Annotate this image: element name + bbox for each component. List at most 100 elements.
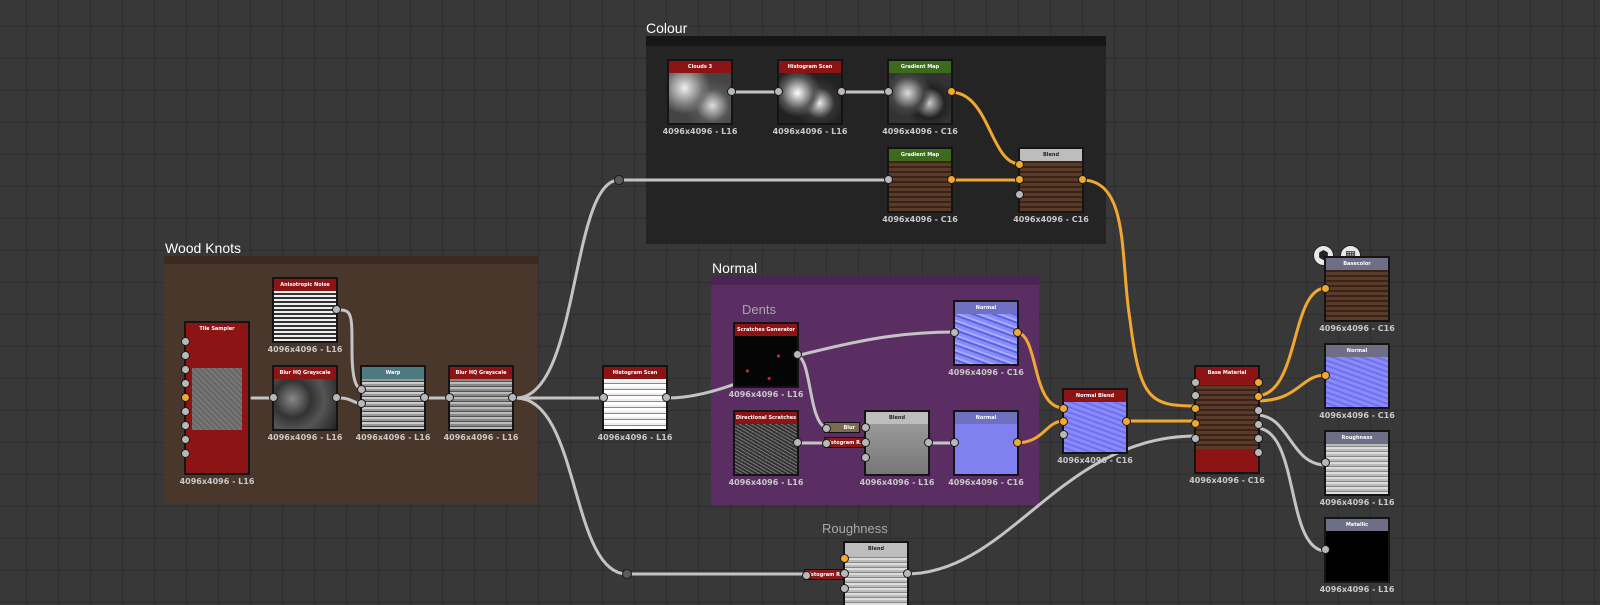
input-port[interactable] (357, 385, 366, 394)
input-port[interactable] (181, 421, 190, 430)
output-port[interactable] (1122, 417, 1131, 426)
input-port[interactable] (884, 175, 893, 184)
input-port[interactable] (950, 438, 959, 447)
node-base-material[interactable]: Base Material 4096x4096 - C16 (1189, 365, 1265, 485)
input-port[interactable] (599, 393, 608, 402)
node-scratches-generator[interactable]: Scratches Generator 4096x4096 - L16 (729, 322, 803, 399)
output-port[interactable] (727, 87, 736, 96)
node-thumbnail (955, 314, 1017, 364)
node-output-normal[interactable]: Normal 4096x4096 - C16 (1319, 343, 1395, 420)
output-port[interactable] (1013, 438, 1022, 447)
input-port[interactable] (1191, 391, 1200, 400)
node-blend-dents[interactable]: Blend 4096x4096 - L16 (860, 410, 934, 487)
input-port[interactable] (269, 393, 278, 402)
node-normal-blend[interactable]: Normal Blend 4096x4096 - C16 (1057, 388, 1133, 465)
input-port[interactable] (861, 453, 870, 462)
input-port[interactable] (181, 351, 190, 360)
input-port[interactable] (1191, 434, 1200, 443)
input-port[interactable] (1191, 419, 1200, 428)
output-port[interactable] (947, 175, 956, 184)
node-thumbnail (889, 73, 951, 123)
relay-dot[interactable] (622, 569, 632, 579)
node-title: Clouds 3 (669, 61, 731, 73)
input-port[interactable] (1015, 175, 1024, 184)
input-port[interactable] (1191, 404, 1200, 413)
node-warp[interactable]: Warp 4096x4096 - L16 (356, 365, 430, 442)
node-blur-hq-grayscale-2[interactable]: Blur HQ Grayscale 4096x4096 - L16 (444, 365, 518, 442)
node-histogram-scan[interactable]: Histogram Scan 4096x4096 - L16 (773, 59, 847, 136)
node-blend-colour[interactable]: Blend 4096x4096 - C16 (1013, 147, 1089, 224)
node-clouds-3[interactable]: Clouds 3 4096x4096 - L16 (663, 59, 737, 136)
input-port[interactable] (181, 449, 190, 458)
node-resolution: 4096x4096 - L16 (1319, 498, 1395, 507)
output-port[interactable] (924, 438, 933, 447)
output-port[interactable] (662, 393, 671, 402)
input-port[interactable] (181, 365, 190, 374)
node-normal-2[interactable]: Normal 4096x4096 - C16 (948, 410, 1024, 487)
relay-dot[interactable] (614, 175, 624, 185)
input-port[interactable] (181, 379, 190, 388)
input-port[interactable] (181, 407, 190, 416)
input-port[interactable] (1321, 284, 1330, 293)
input-port[interactable] (861, 438, 870, 447)
input-port[interactable] (1015, 190, 1024, 199)
node-histogram-scan-2[interactable]: Histogram Scan 4096x4096 - L16 (598, 365, 672, 442)
input-port[interactable] (884, 87, 893, 96)
node-resolution: 4096x4096 - C16 (1319, 324, 1395, 333)
input-port[interactable] (181, 435, 190, 444)
input-port[interactable] (861, 423, 870, 432)
input-port[interactable] (357, 399, 366, 408)
input-port[interactable] (445, 393, 454, 402)
input-port[interactable] (1191, 378, 1200, 387)
output-port[interactable] (837, 87, 846, 96)
node-blend-roughness[interactable]: Blend (840, 541, 912, 605)
input-port[interactable] (1321, 545, 1330, 554)
output-port[interactable] (332, 393, 341, 402)
input-port[interactable] (181, 393, 190, 402)
input-port[interactable] (1321, 371, 1330, 380)
output-port[interactable] (1254, 420, 1263, 429)
output-port[interactable] (420, 393, 429, 402)
output-port[interactable] (1254, 378, 1263, 387)
output-port[interactable] (947, 87, 956, 96)
input-port[interactable] (1059, 417, 1068, 426)
node-gradient-map-2[interactable]: Gradient Map 4096x4096 - C16 (882, 147, 958, 224)
input-port[interactable] (840, 569, 849, 578)
node-tile-sampler[interactable]: Tile Sampler 4096x4096 - L16 (180, 321, 254, 486)
node-output-basecolor[interactable]: Basecolor 4096x4096 - C16 (1319, 256, 1395, 333)
input-port[interactable] (840, 554, 849, 563)
input-port[interactable] (802, 571, 811, 580)
node-blur-hq-grayscale[interactable]: Blur HQ Grayscale 4096x4096 - L16 (268, 365, 342, 442)
node-output-metallic[interactable]: Metallic 4096x4096 - L16 (1320, 517, 1394, 594)
output-port[interactable] (1254, 434, 1263, 443)
input-port[interactable] (1015, 160, 1024, 169)
node-gradient-map[interactable]: Gradient Map 4096x4096 - C16 (882, 59, 958, 136)
node-resolution: 4096x4096 - L16 (662, 127, 738, 136)
output-port[interactable] (1254, 406, 1263, 415)
node-normal[interactable]: Normal 4096x4096 - C16 (948, 300, 1024, 377)
input-port[interactable] (822, 424, 831, 433)
input-port[interactable] (950, 328, 959, 337)
input-port[interactable] (181, 337, 190, 346)
input-port[interactable] (822, 439, 831, 448)
input-port[interactable] (1059, 404, 1068, 413)
input-port[interactable] (774, 87, 783, 96)
output-port[interactable] (1254, 448, 1263, 457)
node-resolution: 4096x4096 - L16 (267, 345, 343, 354)
output-port[interactable] (1254, 392, 1263, 401)
input-port[interactable] (840, 584, 849, 593)
input-port[interactable] (1059, 430, 1068, 439)
input-port[interactable] (1321, 458, 1330, 467)
output-port[interactable] (508, 393, 517, 402)
node-directional-scratches[interactable]: Directional Scratches 4096x4096 - L16 (729, 410, 803, 487)
node-anisotropic-noise[interactable]: Anisotropic Noise 4096x4096 - L16 (268, 277, 342, 354)
node-thumbnail (192, 368, 242, 430)
output-port[interactable] (1078, 175, 1087, 184)
output-port[interactable] (793, 350, 802, 359)
output-port[interactable] (903, 569, 912, 578)
output-port[interactable] (332, 305, 341, 314)
output-port[interactable] (1013, 328, 1022, 337)
wire (1254, 413, 1328, 467)
output-port[interactable] (793, 438, 802, 447)
node-output-roughness[interactable]: Roughness 4096x4096 - L16 (1320, 430, 1394, 507)
